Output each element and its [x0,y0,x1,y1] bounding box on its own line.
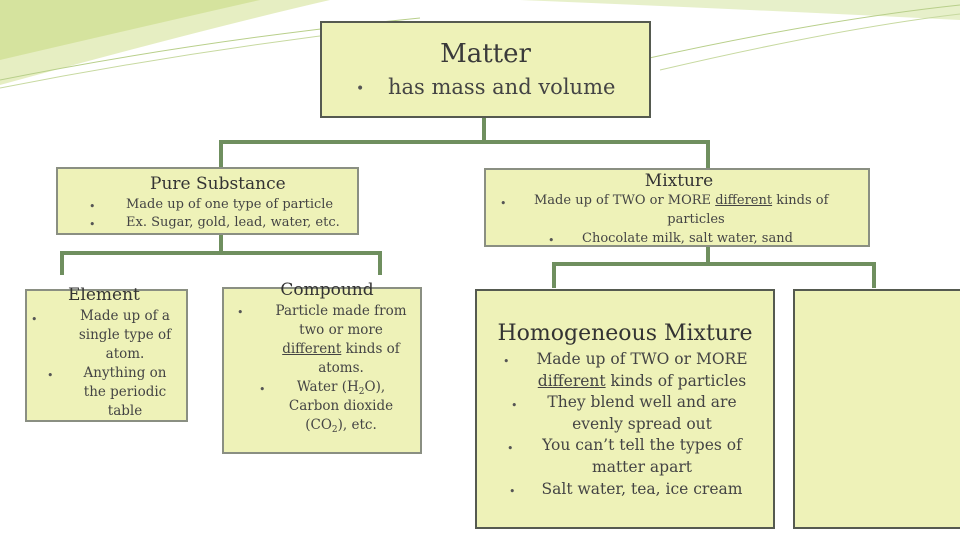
compound-water-text: Water (H [296,379,359,395]
bullet: • [47,369,54,382]
connector-line [378,251,382,275]
mixture-bullet-1: Made up of TWO or MORE different kinds o… [534,193,828,208]
bullet: • [237,306,244,319]
matter-bullet-text: has mass and volume [388,75,616,99]
homogeneous-mixture-box: Homogeneous Mixture • Made up of TWO or … [475,289,775,529]
element-bullet-2-line-1: Anything on [83,365,167,381]
heterogeneous-mixture-box [793,289,960,529]
compound-bullet-1-line-4: atoms. [318,360,364,376]
element-box: Element • Made up of a single type of at… [25,285,188,422]
bullet: • [509,485,516,498]
bullet: • [89,200,96,213]
bullet: • [259,383,266,396]
homogeneous-line-3: They blend well and are [547,393,737,411]
mixture-bullet-2: Chocolate milk, salt water, sand [582,231,793,246]
pure-substance-bullet-1: Made up of one type of particle [126,197,334,212]
subscript: 2 [331,425,338,435]
connector-line [872,262,876,288]
bullet: • [503,355,510,368]
bullet: • [548,234,555,247]
subscript: 2 [358,387,365,397]
homogeneous-line-4: evenly spread out [572,415,712,433]
bullet: • [507,442,514,455]
compound-bullet-1-line-1: Particle made from [275,303,407,319]
connector-line [60,251,64,275]
element-bullet-2-line-2: the periodic [83,384,167,400]
pure-substance-title: Pure Substance [150,174,286,194]
compound-title: Compound [280,280,374,300]
element-bullet-1-line-1: Made up of a [80,308,170,324]
connector-line [219,140,223,170]
bullet: • [500,197,507,210]
connector-line [706,140,710,170]
compound-co2-text-end: ), etc. [337,417,377,433]
connector-line [552,262,876,266]
compound-bullet-2-line-1: Water (H2O), [266,379,416,397]
connector-line [219,234,223,254]
compound-bullet-1-line-3: different kinds of [266,341,416,357]
compound-bullet-1-line-3-end: kinds of [341,341,400,357]
connector-line [219,140,710,144]
bullet: • [31,313,38,326]
pure-substance-bullet-2: Ex. Sugar, gold, lead, water, etc. [126,215,340,230]
element-title: Element [68,285,140,305]
mixture-bullet-1-underlined: different [715,193,773,208]
connector-line [60,251,382,255]
compound-bullet-2-line-2: Carbon dioxide [288,398,394,414]
connector-line [482,118,486,142]
bullet: • [89,218,96,231]
mixture-title: Mixture [644,171,714,191]
compound-box: Compound • Particle made from two or mor… [222,280,422,454]
bullet: • [356,81,365,97]
homogeneous-underlined-word: different [537,372,606,390]
element-bullet-1-line-2: single type of [78,327,172,343]
element-bullet-1-line-3: atom. [105,346,145,362]
mixture-box: Mixture • Made up of TWO or MORE differe… [484,168,870,247]
homogeneous-line-2: different kinds of particles [517,372,767,390]
mixture-bullet-1-text: Made up of TWO or MORE [534,193,716,208]
decorative-swoosh [0,0,960,89]
compound-co2-text: (CO [305,417,332,433]
homogeneous-line-5: You can’t tell the types of [542,436,742,454]
compound-underlined-word: different [282,341,342,357]
compound-bullet-1-line-2: two or more [299,322,383,338]
bullet: • [511,399,518,412]
compound-bullet-2-line-3: (CO2), etc. [266,417,416,435]
matter-title: Matter [440,39,531,69]
connector-line [552,262,556,288]
homogeneous-line-7: Salt water, tea, ice cream [541,480,743,498]
compound-water-text-end: O), [364,379,386,395]
matter-box: Matter • has mass and volume [320,21,651,118]
mixture-bullet-1-line-2: particles [667,212,725,227]
mixture-bullet-1-text-end: kinds of [772,193,829,208]
homogeneous-line-1: Made up of TWO or MORE [536,350,748,368]
homogeneous-line-6: matter apart [592,458,692,476]
homogeneous-mixture-title: Homogeneous Mixture [497,321,753,346]
element-bullet-2-line-3: table [107,403,143,419]
homogeneous-line-2-end: kinds of particles [605,372,747,390]
pure-substance-box: Pure Substance • Made up of one type of … [56,167,359,235]
connector-line [706,246,710,266]
